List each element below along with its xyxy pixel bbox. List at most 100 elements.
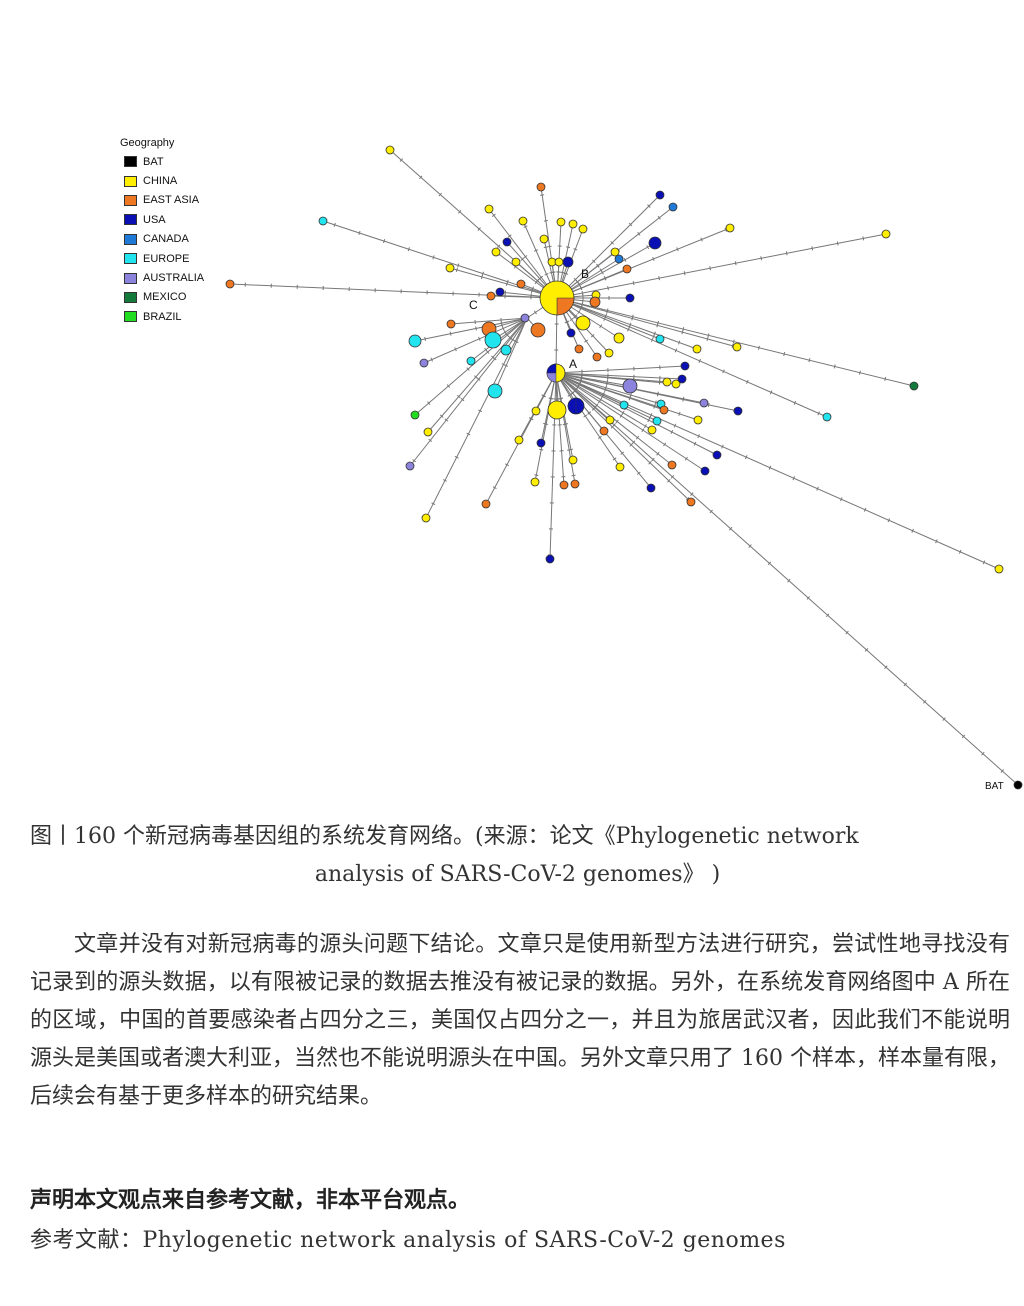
mutation-tick bbox=[492, 486, 497, 490]
network-edge bbox=[556, 297, 698, 350]
mutation-tick bbox=[610, 241, 614, 245]
legend-label: CHINA bbox=[143, 175, 178, 188]
haplotype-node bbox=[539, 234, 549, 244]
mutation-tick bbox=[690, 492, 694, 496]
haplotype-node bbox=[677, 374, 687, 384]
mutation-tick bbox=[531, 287, 534, 292]
hub-a-slice bbox=[546, 372, 557, 383]
mutation-tick bbox=[500, 321, 503, 326]
mutation-tick bbox=[635, 435, 640, 440]
mutation-tick bbox=[806, 596, 810, 600]
mutation-tick bbox=[480, 274, 483, 280]
mutation-tick bbox=[836, 241, 839, 246]
mutation-tick bbox=[486, 350, 490, 354]
mutation-tick bbox=[646, 245, 650, 250]
mutation-tick bbox=[845, 630, 849, 635]
cluster-label: C bbox=[469, 298, 478, 312]
legend-label: AUSTRALIA bbox=[143, 272, 205, 285]
haplotype-node bbox=[514, 435, 524, 445]
mutation-tick bbox=[504, 463, 509, 467]
haplotype-node bbox=[423, 427, 433, 437]
haplotype-node bbox=[613, 332, 625, 344]
mutation-tick bbox=[942, 717, 946, 721]
mutation-tick bbox=[492, 357, 497, 361]
mutation-tick bbox=[444, 418, 449, 422]
mutation-tick bbox=[606, 381, 608, 386]
haplotype-node bbox=[536, 438, 546, 448]
mutation-tick bbox=[612, 457, 617, 461]
legend-item: MEXICO bbox=[120, 288, 204, 307]
haplotype-node bbox=[578, 224, 588, 234]
haplotype-node bbox=[554, 257, 564, 267]
mutation-tick bbox=[523, 225, 528, 228]
mutation-tick bbox=[757, 345, 760, 350]
mutation-tick bbox=[454, 455, 459, 459]
mutation-tick bbox=[575, 280, 580, 284]
haplotype-node bbox=[530, 322, 546, 338]
legend-label: BRAZIL bbox=[143, 310, 182, 323]
mutation-tick bbox=[431, 502, 436, 506]
haplotype-node bbox=[559, 480, 569, 490]
mutation-tick bbox=[508, 336, 513, 341]
haplotype-node bbox=[570, 479, 580, 489]
haplotype-node bbox=[725, 223, 735, 233]
mutation-tick bbox=[734, 261, 737, 266]
mutation-tick bbox=[658, 276, 660, 281]
network-edge bbox=[556, 233, 887, 299]
mutation-tick bbox=[419, 175, 423, 180]
haplotype-node bbox=[700, 466, 710, 476]
haplotype-node bbox=[568, 455, 578, 465]
mutation-tick bbox=[439, 414, 444, 418]
network-edge bbox=[555, 372, 699, 421]
mutation-tick bbox=[817, 411, 820, 416]
mutation-tick bbox=[615, 419, 619, 424]
mutation-tick bbox=[816, 486, 819, 491]
haplotype-node bbox=[615, 462, 625, 472]
network-edge bbox=[505, 317, 528, 351]
haplotype-node bbox=[909, 381, 919, 391]
mutation-tick bbox=[578, 381, 582, 386]
haplotype-node bbox=[648, 236, 662, 250]
mutation-tick bbox=[677, 340, 681, 345]
mutation-tick bbox=[475, 326, 477, 331]
mutation-tick bbox=[446, 384, 451, 388]
mutation-tick bbox=[541, 394, 546, 398]
haplotype-node bbox=[568, 219, 578, 229]
legend-item: BAT bbox=[120, 152, 204, 171]
mutation-tick bbox=[653, 403, 656, 408]
mutation-tick bbox=[491, 213, 496, 217]
mutation-tick bbox=[600, 270, 604, 275]
mutation-tick bbox=[505, 333, 510, 337]
mutation-tick bbox=[656, 451, 660, 456]
haplotype-node bbox=[484, 204, 494, 214]
haplotype-node bbox=[536, 182, 546, 192]
network-edge bbox=[555, 372, 621, 468]
haplotype-node bbox=[655, 190, 665, 200]
haplotype-node bbox=[686, 497, 696, 507]
mutation-tick bbox=[884, 665, 888, 670]
mutation-tick bbox=[427, 401, 431, 405]
mutation-tick bbox=[840, 497, 843, 502]
network-edge bbox=[556, 242, 656, 299]
haplotype-node bbox=[622, 264, 632, 274]
mutation-tick bbox=[513, 339, 518, 343]
mutation-tick bbox=[432, 255, 435, 260]
network-edge bbox=[555, 372, 662, 405]
mutation-tick bbox=[573, 248, 578, 251]
mutation-tick bbox=[647, 418, 651, 423]
legend-label: EAST ASIA bbox=[143, 194, 200, 207]
haplotype-node bbox=[619, 400, 629, 410]
mutation-tick bbox=[533, 249, 539, 252]
mutation-tick bbox=[641, 428, 645, 433]
haplotype-node bbox=[446, 319, 456, 329]
mutation-tick bbox=[478, 336, 481, 341]
mutation-tick bbox=[584, 339, 589, 343]
mutation-tick bbox=[631, 440, 636, 445]
mutation-tick bbox=[961, 734, 966, 739]
mutation-tick bbox=[682, 327, 685, 332]
mutation-tick bbox=[383, 239, 386, 244]
haplotype-node bbox=[647, 425, 657, 435]
mutation-tick bbox=[577, 310, 581, 315]
mutation-tick bbox=[903, 682, 907, 687]
article-paragraph: 文章并没有对新冠病毒的源头问题下结论。文章只是使用新型方法进行研究，尝试性地寻找… bbox=[30, 926, 1010, 1116]
